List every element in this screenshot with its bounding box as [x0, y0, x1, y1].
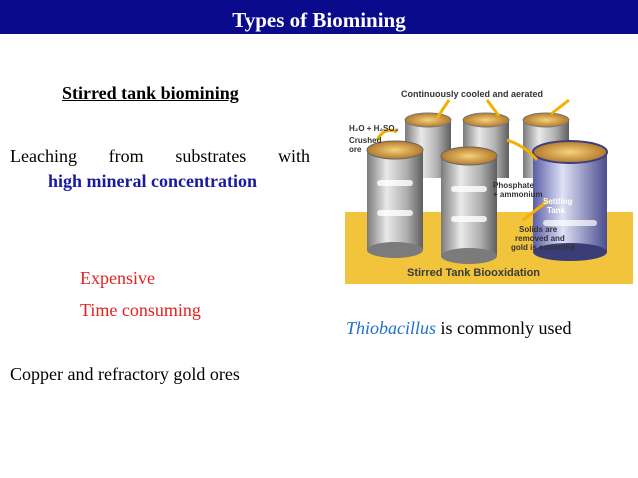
- figure-crushed-label-2: ore: [349, 145, 362, 154]
- flow-arrow-6: [522, 198, 550, 222]
- figure-bottom-caption: Stirred Tank Biooxidation: [407, 267, 540, 279]
- figure-solids-label-2: removed and: [515, 234, 565, 243]
- figure-crushed-label-1: Crushed: [349, 136, 382, 145]
- flow-arrow-5: [506, 138, 539, 161]
- figure-solids-label-3: gold is extracted: [511, 243, 575, 252]
- figure-top-caption: Continuously cooled and aerated: [401, 89, 543, 99]
- figure-solids-label-1: Solids are: [519, 225, 558, 234]
- caption-band: [345, 258, 633, 284]
- figure-settling-label-2: Tank: [547, 206, 566, 215]
- flow-arrow-2: [435, 99, 451, 119]
- figure-h2o-label: H₂O + H₂SO₄: [349, 124, 399, 133]
- tank-front-2: [440, 146, 498, 264]
- drawback-time-consuming: Time consuming: [80, 300, 201, 320]
- figure-settling-label-1: Settling: [543, 197, 572, 206]
- tank-front-1: [366, 140, 424, 258]
- organism-name: Thiobacillus: [346, 318, 437, 338]
- flow-arrow-1: [375, 128, 398, 141]
- subheading: Stirred tank biomining: [62, 83, 239, 103]
- figure-phosphate-label-1: Phosphate: [493, 181, 534, 190]
- organism-suffix: is commonly used: [436, 318, 572, 338]
- slide-title: Types of Biomining: [232, 8, 406, 32]
- organism-text: Thiobacillus is commonly used: [346, 318, 572, 339]
- figure-phosphate-label-2: + ammonium: [493, 190, 543, 199]
- stirred-tank-figure: Continuously cooled and aerated H₂O + H₂…: [345, 89, 633, 284]
- flow-arrow-3: [485, 99, 501, 117]
- leaching-line-1: Leaching from substrates with: [10, 146, 310, 166]
- drawback-expensive: Expensive: [80, 268, 155, 288]
- flow-arrow-4: [550, 98, 570, 116]
- leaching-line-2: high mineral concentration: [48, 171, 257, 191]
- title-bar: [0, 0, 638, 34]
- ores-text: Copper and refractory gold ores: [10, 364, 240, 384]
